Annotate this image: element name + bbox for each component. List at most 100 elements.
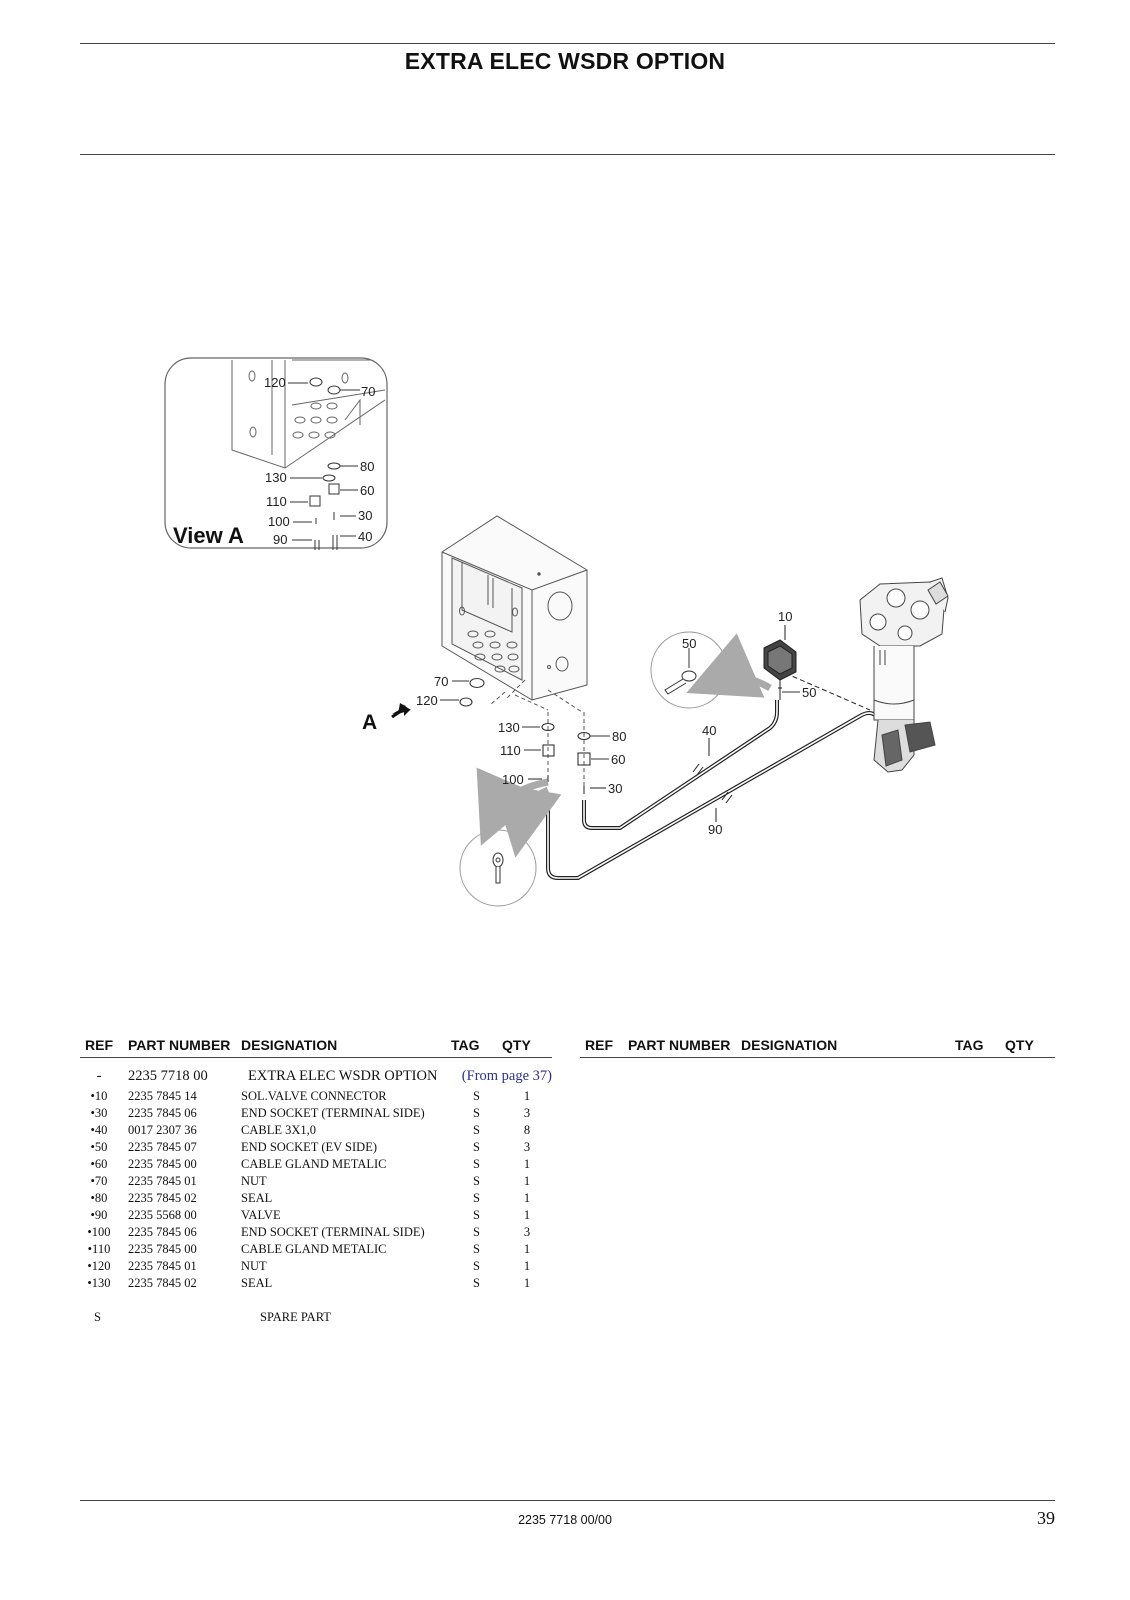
page-title: EXTRA ELEC WSDR OPTION: [404, 48, 726, 74]
row-tag: S: [473, 1208, 480, 1222]
callout-50-circle: 50: [682, 636, 696, 651]
row-designation: END SOCKET (TERMINAL SIDE): [241, 1225, 425, 1239]
callout-130-detail: 130: [265, 470, 287, 485]
row-qty: 3: [523, 1140, 531, 1154]
row-designation: SOL.VALVE CONNECTOR: [241, 1089, 387, 1103]
legend-meaning: SPARE PART: [260, 1310, 331, 1324]
exploded-parts: [440, 625, 800, 822]
top-rule: [80, 43, 1055, 44]
row-tag: S: [473, 1225, 480, 1239]
row-qty: 1: [523, 1208, 531, 1222]
callout-40: 40: [702, 723, 716, 738]
col-tag: TAG: [451, 1037, 502, 1058]
electrical-box: [441, 515, 588, 790]
col-qty: QTY: [502, 1037, 552, 1058]
row-designation: VALVE: [241, 1208, 281, 1222]
callout-120: 120: [416, 693, 438, 708]
row-ref: •80: [90, 1191, 108, 1205]
row-designation: CABLE 3X1,0: [241, 1123, 316, 1137]
row-qty: 1: [523, 1259, 531, 1273]
row-part-number: 2235 7845 02: [128, 1191, 197, 1205]
col-ref: REF: [80, 1037, 118, 1058]
assembly-designation: EXTRA ELEC WSDR OPTION: [248, 1067, 438, 1084]
row-part-number: 2235 7845 00: [128, 1157, 197, 1171]
row-ref: •10: [90, 1089, 108, 1103]
table-row: •100 2235 7845 06 END SOCKET (TERMINAL SID…: [80, 1224, 552, 1241]
row-ref: •100: [87, 1225, 111, 1239]
row-part-number: 2235 7845 06: [128, 1225, 197, 1239]
callout-80: 80: [612, 729, 626, 744]
col-part-number-right: PART NUMBER: [618, 1037, 741, 1058]
exploded-diagram: 120 70 130 80 110 60 100 30 90 40 View A: [164, 357, 949, 907]
header-bottom-rule: [80, 154, 1055, 155]
parts-table-right: REF PART NUMBER DESIGNATION TAG QTY: [580, 1037, 1055, 1058]
row-ref: •130: [87, 1276, 111, 1290]
row-tag: S: [473, 1276, 480, 1290]
callout-80-detail: 80: [360, 459, 374, 474]
row-qty: 8: [523, 1123, 531, 1137]
col-designation-right: DESIGNATION: [741, 1037, 955, 1058]
row-qty: 1: [523, 1174, 531, 1188]
filter-valve-assembly: [859, 577, 949, 773]
row-qty: 3: [523, 1225, 531, 1239]
row-designation: NUT: [241, 1259, 267, 1273]
callout-90: 90: [708, 822, 722, 837]
table-row: •60 2235 7845 00 CABLE GLAND METALIC S 1: [80, 1156, 552, 1173]
cables: [546, 669, 878, 880]
callout-40-detail: 40: [358, 529, 372, 544]
footer-rule: [80, 1500, 1055, 1501]
view-arrow: [391, 703, 411, 719]
row-ref: •110: [87, 1242, 111, 1256]
callout-110-detail: 110: [266, 494, 287, 509]
callout-50: 50: [802, 685, 816, 700]
row-qty: 1: [523, 1157, 531, 1171]
callout-30: 30: [608, 781, 622, 796]
row-ref: •30: [90, 1106, 108, 1120]
row-designation: SEAL: [241, 1276, 273, 1290]
row-ref: •60: [90, 1157, 108, 1171]
col-tag-right: TAG: [955, 1037, 1005, 1058]
callout-100-detail: 100: [268, 514, 290, 529]
view-a-label: View A: [173, 523, 244, 548]
callout-10: 10: [778, 609, 792, 624]
row-ref: •50: [90, 1140, 108, 1154]
detail-circle-50: [650, 631, 772, 709]
callout-30-detail: 30: [358, 508, 372, 523]
row-designation: CABLE GLAND METALIC: [241, 1157, 387, 1171]
assembly-row: - 2235 7718 00 EXTRA ELEC WSDR OPTION (F…: [80, 1058, 552, 1089]
row-designation: END SOCKET (TERMINAL SIDE): [241, 1106, 425, 1120]
row-part-number: 2235 7845 06: [128, 1106, 197, 1120]
callout-60: 60: [611, 752, 625, 767]
solenoid-connector: [763, 639, 797, 700]
row-designation: END SOCKET (EV SIDE): [241, 1140, 377, 1154]
table-row: •30 2235 7845 06 END SOCKET (TERMINAL SIDE…: [80, 1105, 552, 1122]
row-part-number: 2235 7845 01: [128, 1174, 197, 1188]
row-part-number: 2235 7845 07: [128, 1140, 197, 1154]
row-tag: S: [473, 1191, 480, 1205]
row-designation: SEAL: [241, 1191, 273, 1205]
row-tag: S: [473, 1123, 480, 1137]
row-ref: •120: [87, 1259, 111, 1273]
callout-70-detail: 70: [361, 384, 375, 399]
assembly-part-number: 2235 7718 00: [128, 1067, 208, 1084]
row-part-number: 2235 7845 00: [128, 1242, 197, 1256]
row-qty: 1: [523, 1276, 531, 1290]
row-tag: S: [473, 1157, 480, 1171]
document-number: 2235 7718 00/00: [518, 1513, 612, 1527]
callout-110: 110: [500, 743, 521, 758]
assembly-page-link[interactable]: (From page 37): [461, 1067, 552, 1084]
table-header-row-right: REF PART NUMBER DESIGNATION TAG QTY: [580, 1037, 1055, 1058]
row-qty: 1: [523, 1242, 531, 1256]
col-designation: DESIGNATION: [241, 1037, 451, 1058]
callout-130: 130: [498, 720, 520, 735]
col-ref-right: REF: [580, 1037, 618, 1058]
row-tag: S: [473, 1106, 480, 1120]
row-tag: S: [473, 1089, 480, 1103]
row-ref: •90: [90, 1208, 108, 1222]
